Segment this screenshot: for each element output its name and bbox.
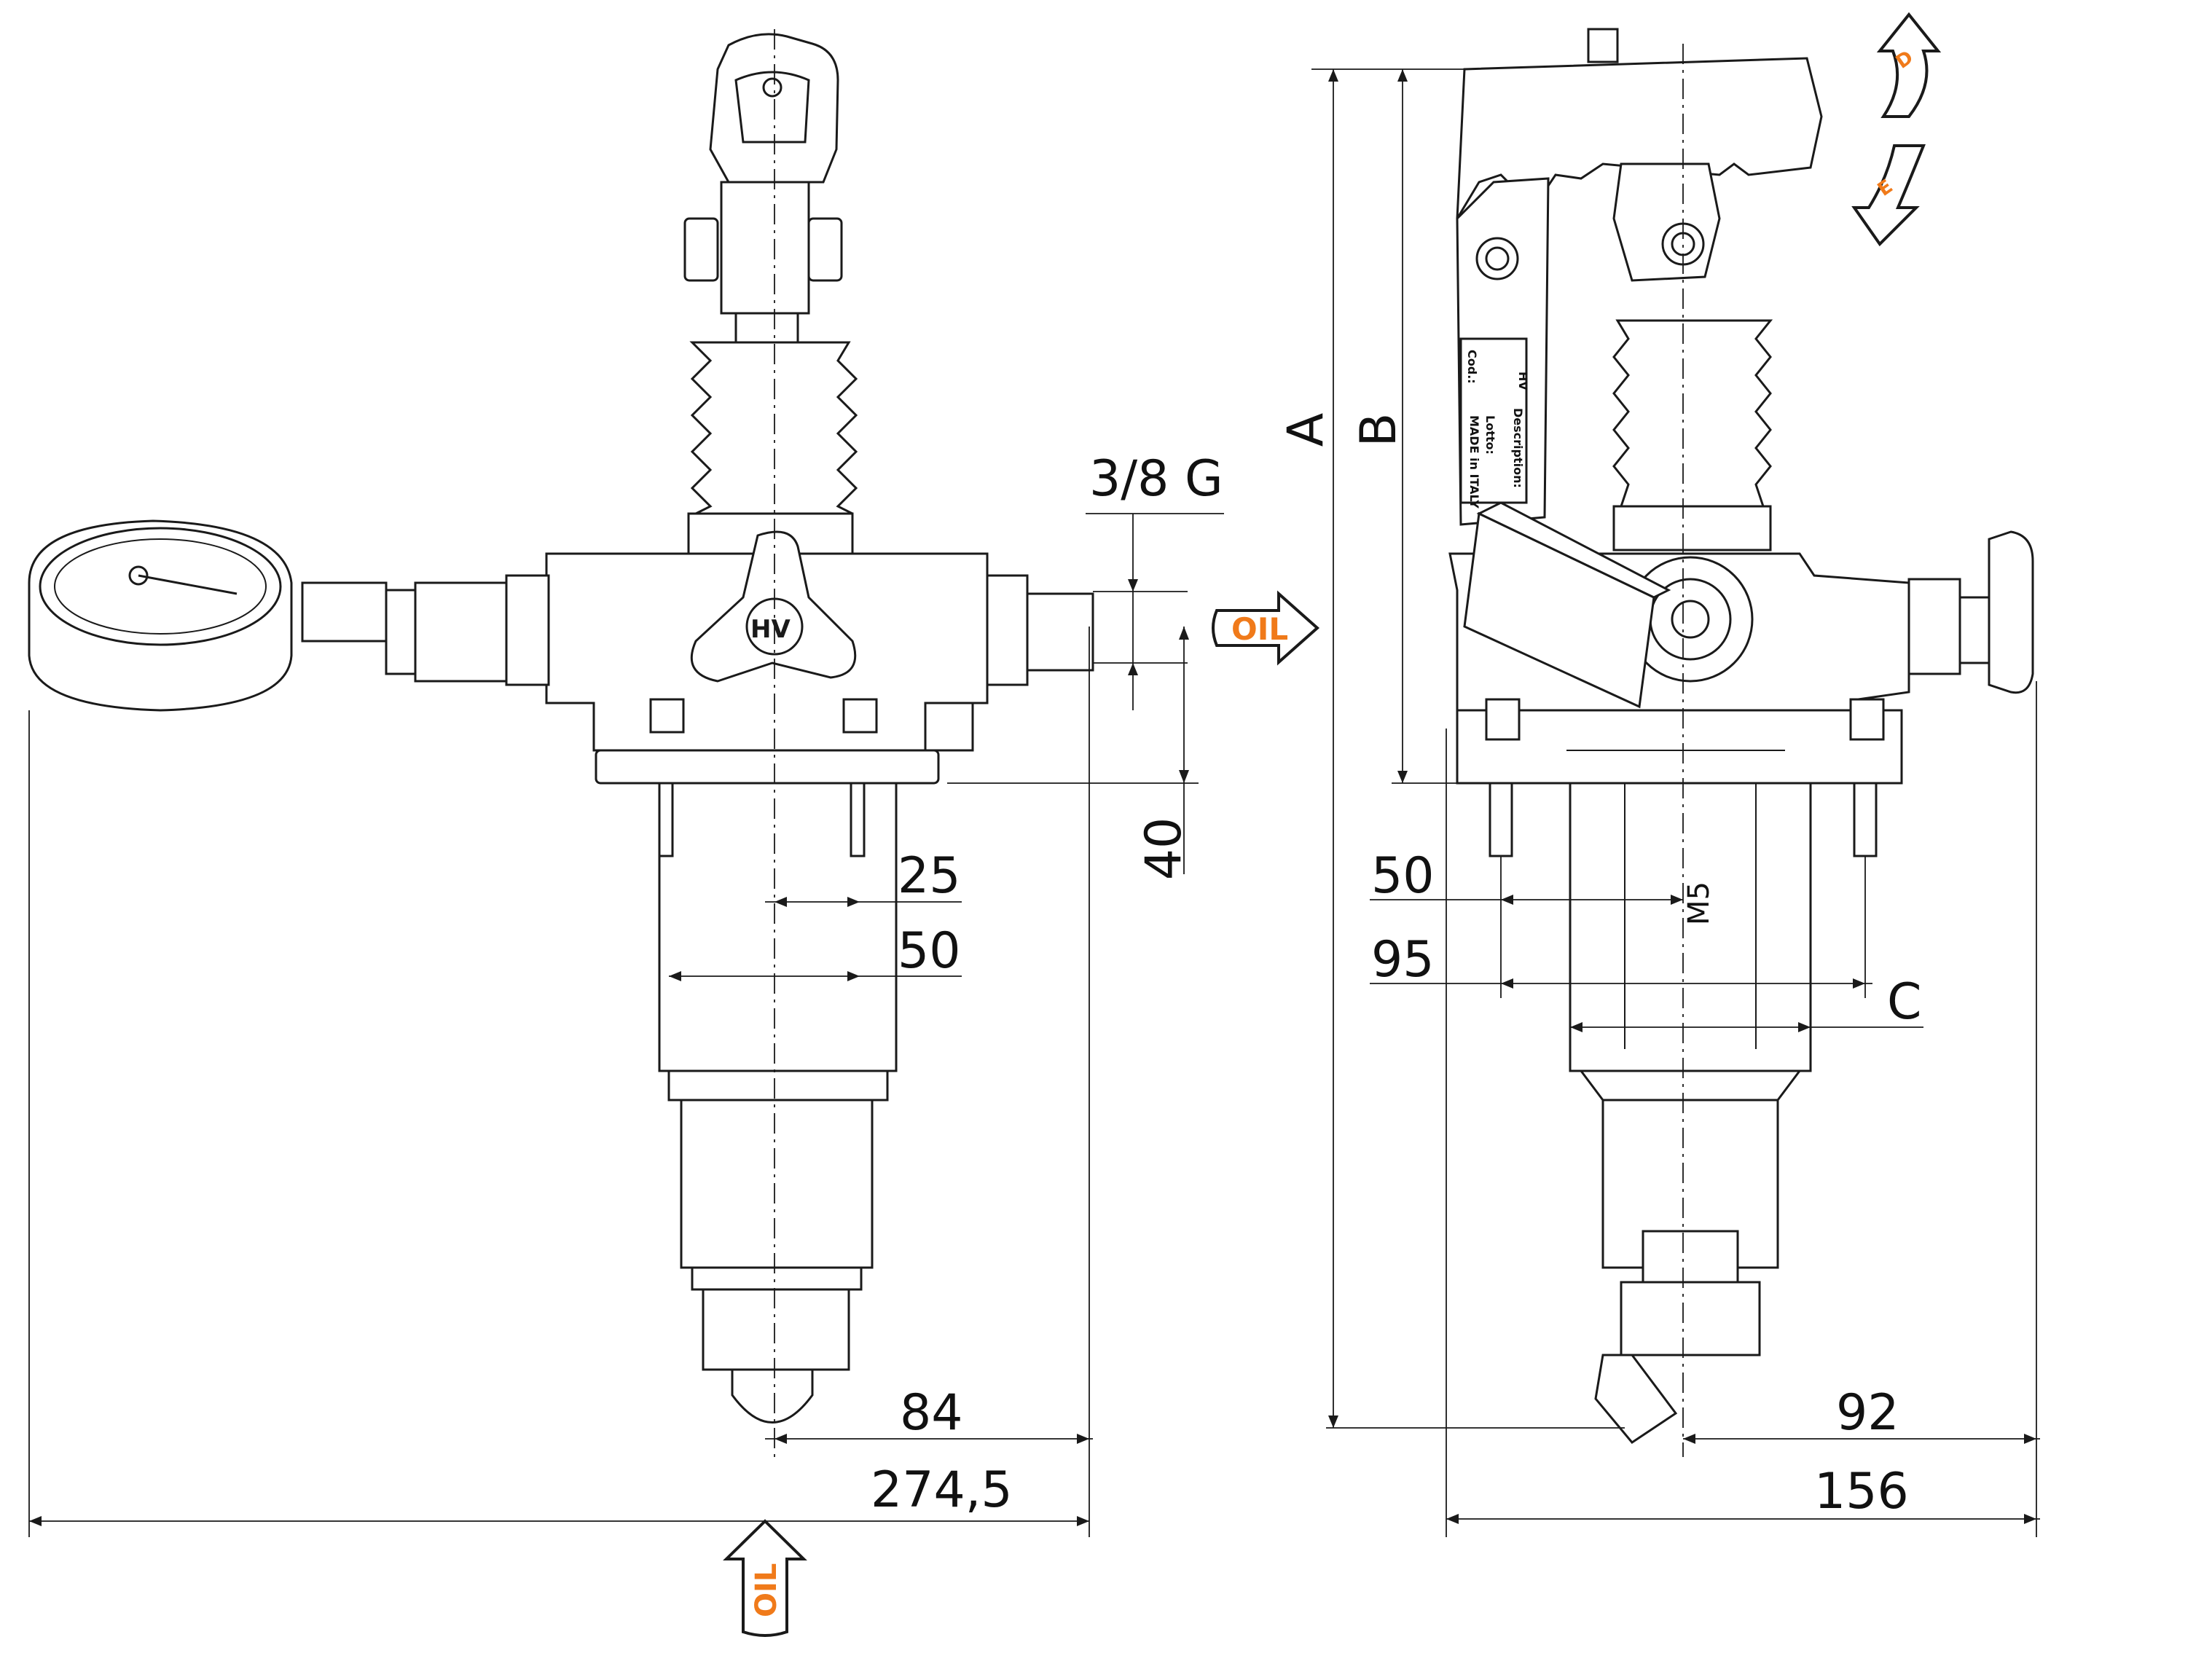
dim-274-label: 274,5 bbox=[871, 1461, 1013, 1519]
thread-label: M5 bbox=[1682, 881, 1716, 925]
dim-50-side-label: 50 bbox=[1371, 847, 1435, 905]
nameplate-made: MADE in ITALY bbox=[1467, 415, 1481, 508]
hv-knob bbox=[690, 530, 857, 683]
oil-label-right: OIL bbox=[1231, 611, 1288, 647]
dim-C-label: C bbox=[1887, 973, 1921, 1031]
nameplate bbox=[1459, 337, 1528, 504]
oil-outlet-arrow: OIL bbox=[1212, 590, 1320, 666]
lever-direction-d-icon: D bbox=[1876, 12, 1942, 118]
nameplate-logo: HV bbox=[1516, 372, 1530, 390]
nameplate-lotto: Lotto: bbox=[1483, 415, 1497, 455]
dim-port-label: 3/8 G bbox=[1089, 450, 1223, 508]
lever-direction-e-icon: E bbox=[1851, 144, 1926, 247]
nameplate-description: Description: bbox=[1511, 408, 1525, 488]
oil-inlet-arrow: OIL bbox=[723, 1519, 807, 1637]
side-dimensions bbox=[1311, 68, 2040, 1537]
dim-84-label: 84 bbox=[900, 1384, 963, 1442]
front-dimensions bbox=[28, 513, 1224, 1537]
dim-40-label: 40 bbox=[1135, 817, 1193, 881]
dim-50-label: 50 bbox=[898, 922, 961, 980]
dim-92-label: 92 bbox=[1836, 1384, 1899, 1442]
nameplate-text: HV Description: Cod.: Lotto: MADE in ITA… bbox=[1465, 350, 1530, 508]
side-view bbox=[1448, 28, 2034, 1457]
dim-B-label: B bbox=[1350, 413, 1408, 447]
oil-label-bottom: OIL bbox=[750, 1563, 783, 1617]
dim-A-label: A bbox=[1277, 413, 1335, 447]
nameplate-cod: Cod.: bbox=[1465, 350, 1479, 384]
dim-25-label: 25 bbox=[898, 847, 961, 905]
front-view: HV bbox=[28, 29, 1094, 1457]
dim-156-label: 156 bbox=[1814, 1463, 1909, 1520]
knob-logo: HV bbox=[750, 615, 791, 644]
pressure-gauge bbox=[28, 519, 293, 712]
dim-95-label: 95 bbox=[1371, 931, 1435, 989]
